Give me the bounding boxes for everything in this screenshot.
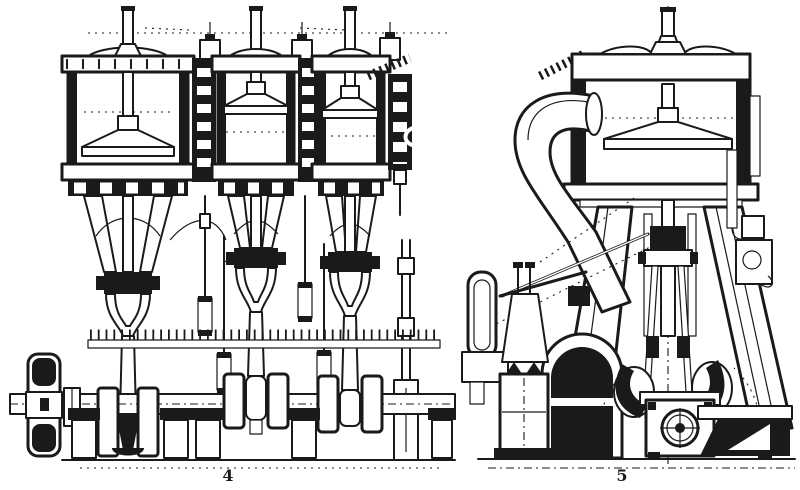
crosshead-and-rod-3 xyxy=(320,195,380,391)
grating-bar xyxy=(87,329,441,349)
valve-chest-2 xyxy=(298,58,318,182)
cylinder-side xyxy=(537,41,761,208)
crosshead-and-rod-1 xyxy=(96,195,160,450)
cylinder-1 xyxy=(60,43,196,196)
auxiliary-valve-box xyxy=(366,53,432,216)
bedplate xyxy=(477,405,796,469)
crankshaft-assembly xyxy=(9,352,456,469)
standards xyxy=(83,195,377,273)
figure-5-label: 5 xyxy=(616,466,627,485)
crosshead-links xyxy=(638,199,698,393)
diagonal-rods xyxy=(483,197,657,331)
arched-opening xyxy=(540,332,624,460)
cylinder-2 xyxy=(210,48,302,196)
centerline-dashes xyxy=(88,27,452,34)
figure-5-side-elevation: 5 xyxy=(461,6,796,485)
valve-chest-1 xyxy=(192,58,216,182)
main-bearings xyxy=(68,408,456,459)
side-bracket xyxy=(726,149,773,288)
air-pump xyxy=(461,262,588,459)
figure-4-front-elevation: 4 xyxy=(9,6,456,485)
exhaust-pipe xyxy=(513,91,632,314)
figure-4-label: 4 xyxy=(222,466,233,485)
cylinder-3 xyxy=(310,48,392,196)
